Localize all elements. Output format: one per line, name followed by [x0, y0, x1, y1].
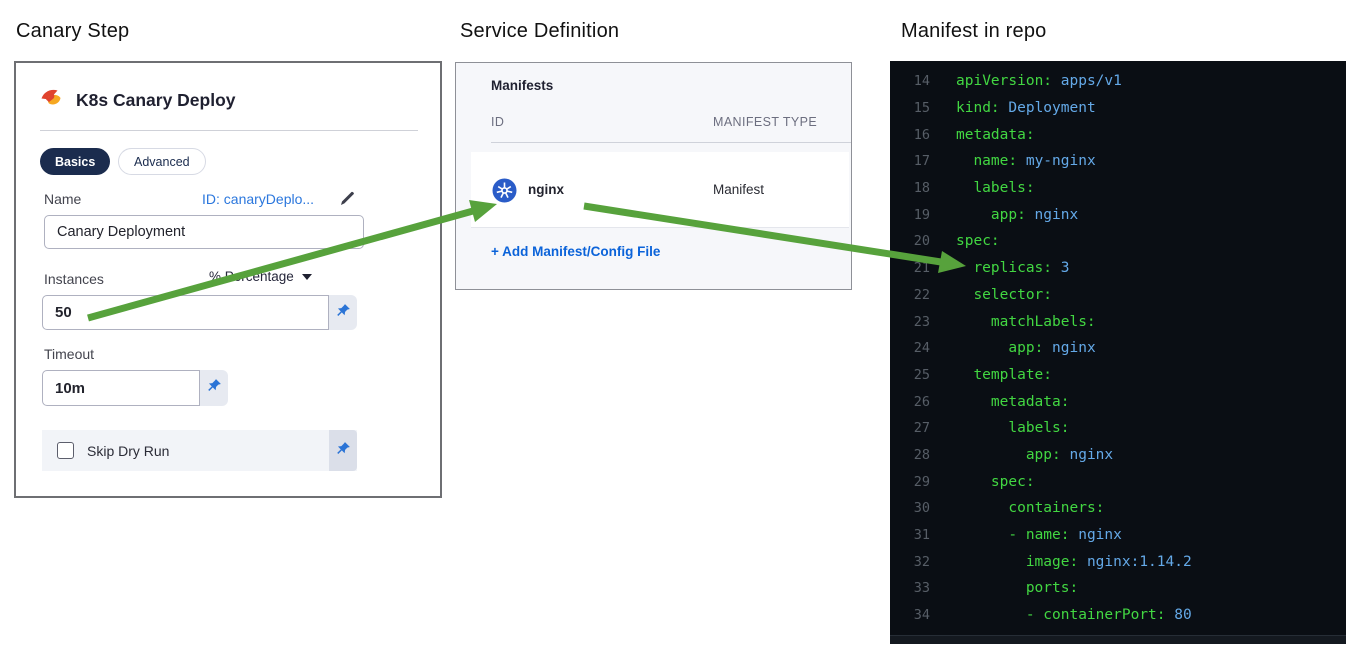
line-number: 14	[913, 73, 930, 90]
table-header-divider	[491, 142, 851, 143]
line-number: 33	[913, 580, 930, 597]
step-title-row: K8s Canary Deploy	[40, 87, 236, 113]
code-panel-footer	[890, 635, 1346, 644]
line-number: 34	[913, 607, 930, 624]
instances-unit-label: % Percentage	[209, 269, 294, 284]
pin-icon	[336, 441, 351, 461]
caret-down-icon	[301, 273, 312, 280]
line-number: 25	[913, 366, 930, 383]
line-number: 18	[913, 180, 930, 197]
line-number: 31	[913, 527, 930, 544]
line-number: 15	[913, 100, 930, 117]
manifest-table-body: nginx Manifest	[471, 152, 849, 228]
line-number: 27	[913, 420, 930, 437]
manifest-in-repo-heading: Manifest in repo	[901, 20, 1047, 42]
line-number: 17	[913, 153, 930, 170]
line-number: 23	[913, 313, 930, 330]
code-line: 34- containerPort: 80	[890, 602, 1346, 629]
timeout-input[interactable]: 10m	[42, 370, 200, 406]
instances-pin-button[interactable]	[329, 295, 357, 330]
manifests-title: Manifests	[491, 78, 554, 93]
edit-pencil-icon[interactable]	[340, 191, 355, 211]
timeout-label: Timeout	[44, 346, 95, 362]
name-input[interactable]: Canary Deployment	[44, 215, 364, 249]
instances-field-row: Instances % Percentage	[44, 269, 344, 289]
skip-dry-run-row: Skip Dry Run	[42, 430, 357, 471]
name-field-row: Name ID: canaryDeplo...	[44, 191, 374, 207]
code-line: 31- name: nginx	[890, 522, 1346, 549]
line-number: 16	[913, 126, 930, 143]
pin-icon	[207, 378, 222, 398]
pin-icon	[336, 303, 351, 323]
step-id-link[interactable]: ID: canaryDeplo...	[202, 191, 315, 207]
timeout-pin-button[interactable]	[200, 370, 228, 406]
skip-dry-run-label: Skip Dry Run	[87, 442, 170, 459]
instances-label: Instances	[44, 271, 104, 287]
instances-input-group: 50	[42, 295, 357, 330]
line-number: 20	[913, 233, 930, 250]
line-number: 29	[913, 473, 930, 490]
canary-step-heading: Canary Step	[16, 20, 130, 42]
line-number: 32	[913, 553, 930, 570]
add-manifest-link[interactable]: + Add Manifest/Config File	[491, 244, 661, 259]
line-number: 22	[913, 286, 930, 303]
skip-dry-run-pin-button[interactable]	[329, 430, 357, 471]
step-title: K8s Canary Deploy	[76, 89, 236, 110]
name-label: Name	[44, 191, 82, 207]
column-header-manifest-type: MANIFEST TYPE	[713, 115, 818, 129]
instances-unit-select[interactable]: % Percentage	[209, 269, 312, 284]
line-number: 21	[913, 260, 930, 277]
line-number: 28	[913, 446, 930, 463]
tab-advanced[interactable]: Advanced	[118, 148, 206, 175]
instances-input[interactable]: 50	[42, 295, 329, 330]
canary-bird-icon	[40, 87, 64, 113]
line-number: 26	[913, 393, 930, 410]
line-number: 24	[913, 340, 930, 357]
service-definition-panel: Manifests ID MANIFEST TYPE nginx Manifest…	[455, 62, 852, 290]
manifest-type: Manifest	[713, 182, 765, 197]
line-number: 30	[913, 500, 930, 517]
tab-basics[interactable]: Basics	[40, 148, 111, 175]
kubernetes-icon	[492, 178, 517, 208]
column-header-id: ID	[491, 115, 505, 129]
canary-step-panel: K8s Canary Deploy Basics Advanced Name I…	[14, 61, 442, 498]
manifest-row[interactable]: nginx Manifest	[471, 152, 849, 228]
line-number: 19	[913, 206, 930, 223]
title-divider	[40, 130, 418, 131]
manifest-id: nginx	[528, 182, 564, 197]
service-definition-heading: Service Definition	[460, 20, 620, 42]
timeout-input-group: 10m	[42, 370, 228, 406]
skip-dry-run-checkbox[interactable]	[57, 442, 74, 459]
